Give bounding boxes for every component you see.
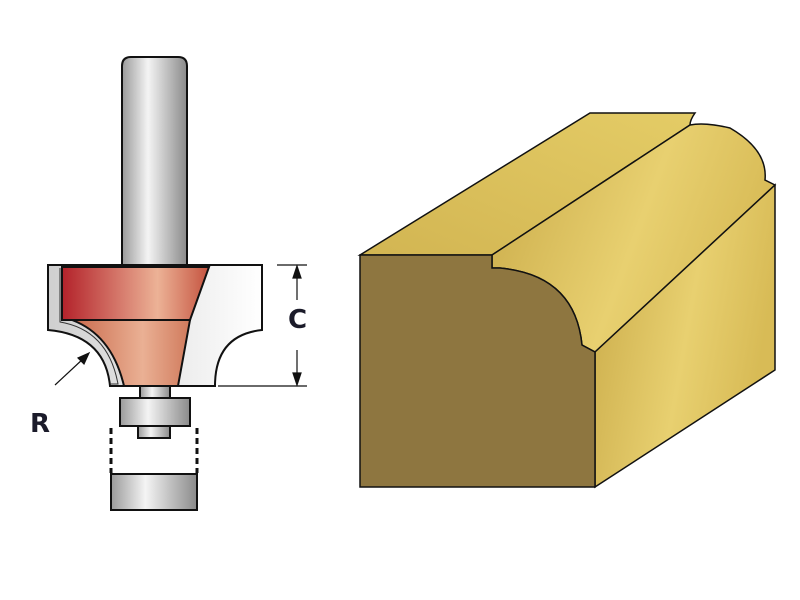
bearing-screw [137, 425, 171, 439]
radius-pointer [54, 351, 91, 386]
shank [121, 56, 188, 266]
label-r: R [30, 409, 50, 439]
label-c: C [288, 305, 307, 335]
router-bit [47, 56, 263, 511]
arrow-down-icon [292, 372, 302, 387]
cutting-edge-lower [71, 319, 192, 387]
bearing-neck [139, 385, 171, 399]
bearing [119, 397, 191, 427]
cutting-edge-upper [61, 266, 211, 321]
dimension-c [218, 264, 307, 387]
arrow-up-icon [292, 264, 302, 279]
arrow-icon [76, 351, 91, 366]
wood-front-face [359, 254, 596, 488]
cutter-flange-inner [59, 268, 119, 385]
alt-bearing [110, 473, 198, 511]
wood-profile-block [357, 112, 777, 489]
